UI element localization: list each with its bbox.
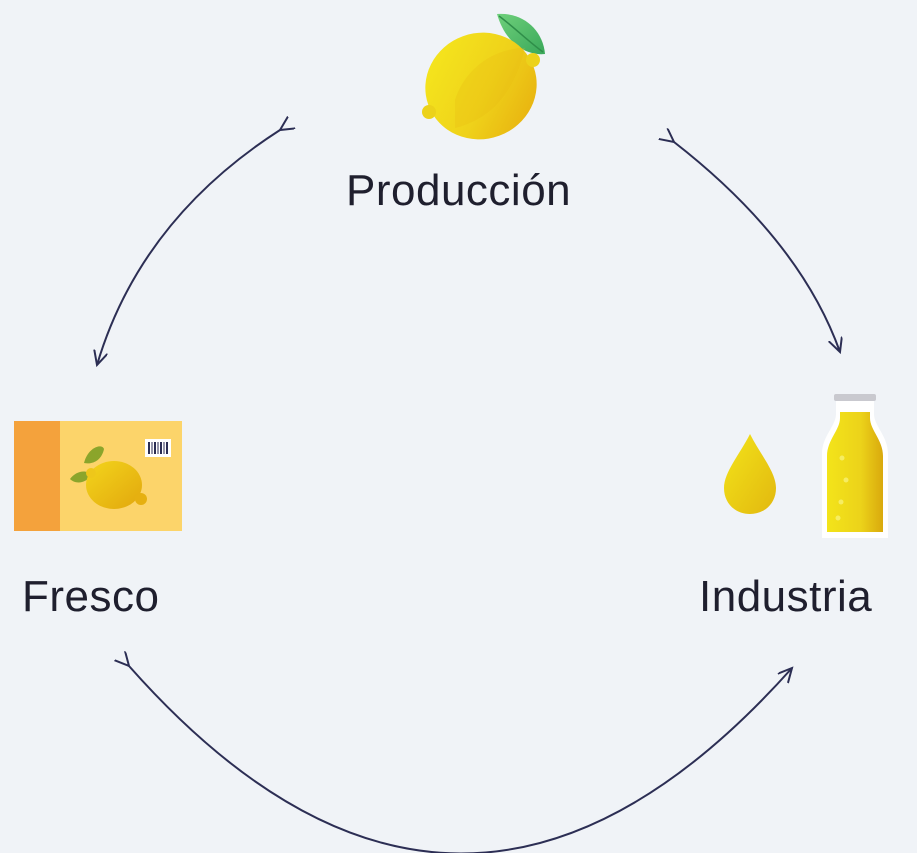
node-label-fresco: Fresco	[22, 572, 160, 621]
arrow-produccion-fresco	[97, 130, 280, 365]
node-label-produccion: Producción	[346, 166, 572, 215]
arrow-fresco-industria	[129, 666, 792, 853]
node-label-industria: Industria	[699, 572, 873, 621]
lemon-icon	[415, 8, 555, 148]
lemon-box-icon	[14, 421, 184, 533]
juice-bottle-icon	[720, 392, 890, 542]
arrow-produccion-industria	[674, 142, 840, 352]
drop-icon	[724, 434, 776, 514]
